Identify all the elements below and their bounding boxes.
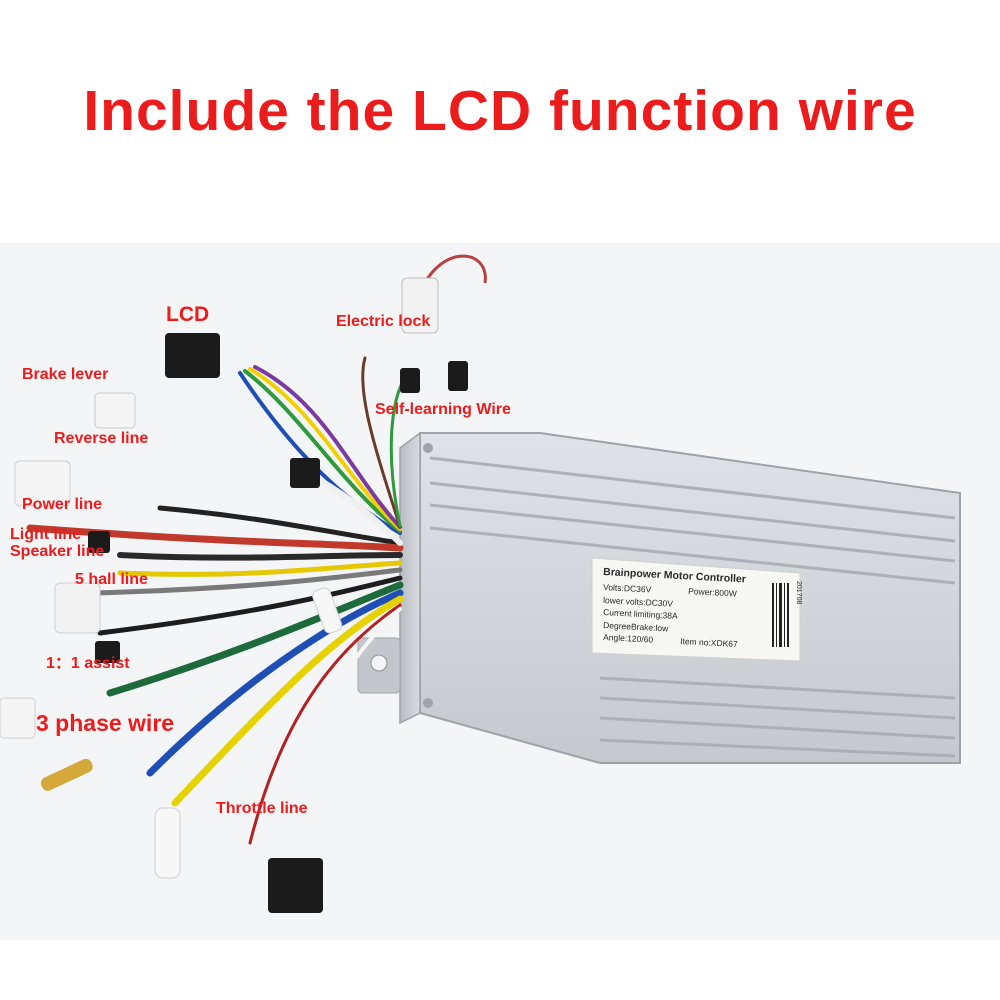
spec-sticker: Brainpower Motor Controller Volts:DC36V …	[591, 557, 802, 662]
phase-connector-bullet	[40, 758, 93, 791]
reverse-connector	[290, 458, 320, 488]
label-5-hall-line: 5 hall line	[75, 571, 148, 588]
sticker-item: Item no:XDK67	[680, 636, 738, 649]
phase-sleeve	[154, 807, 181, 879]
phase-connector-white	[0, 697, 36, 739]
lcd-connector	[165, 333, 220, 378]
sticker-brake: DegreeBrake:low	[603, 620, 669, 633]
electric-lock-connector	[401, 277, 439, 334]
headline: Include the LCD function wire	[83, 79, 917, 143]
label-speaker-line: Speaker line	[10, 543, 105, 560]
throttle-connector	[268, 858, 323, 913]
power-connector	[14, 460, 71, 507]
label-throttle-line: Throttle line	[216, 800, 308, 817]
sticker-barcode	[772, 583, 789, 647]
label-lcd: LCD	[166, 303, 210, 326]
sticker-volts: Volts:DC36V	[603, 582, 652, 595]
sticker-power: Power:800W	[688, 586, 737, 599]
brake-connector	[94, 392, 136, 429]
controller-illustration: Brainpower Motor Controller Volts:DC36V …	[0, 254, 961, 913]
self-learning-connector-a	[400, 368, 420, 393]
label-electric-lock: Electric lock	[336, 313, 431, 330]
label-reverse-line: Reverse line	[54, 430, 149, 447]
sticker-lower-volts: lower volts:DC30V	[603, 595, 674, 609]
hall-connector	[54, 582, 101, 634]
sticker-current: Current limiting:38A	[603, 607, 678, 621]
sticker-angle: Angle:120/60	[603, 632, 654, 645]
bundle-sleeve	[312, 587, 343, 634]
assist-connector	[95, 641, 120, 663]
sticker-code: 201708	[795, 581, 802, 604]
label-self-learning-wire: Self-learning Wire	[375, 401, 511, 418]
label-3-phase-wire: 3 phase wire	[36, 710, 175, 736]
label-assist: 1：1 assist	[46, 655, 130, 672]
label-light-line: Light line	[10, 526, 82, 543]
label-power-line: Power line	[22, 496, 103, 513]
label-brake-lever: Brake lever	[22, 366, 109, 383]
light-connector	[88, 531, 110, 553]
self-learning-connector-b	[448, 361, 468, 391]
product-photo: Brainpower Motor Controller Volts:DC36V …	[0, 243, 1000, 940]
wire-bundle	[26, 356, 412, 845]
